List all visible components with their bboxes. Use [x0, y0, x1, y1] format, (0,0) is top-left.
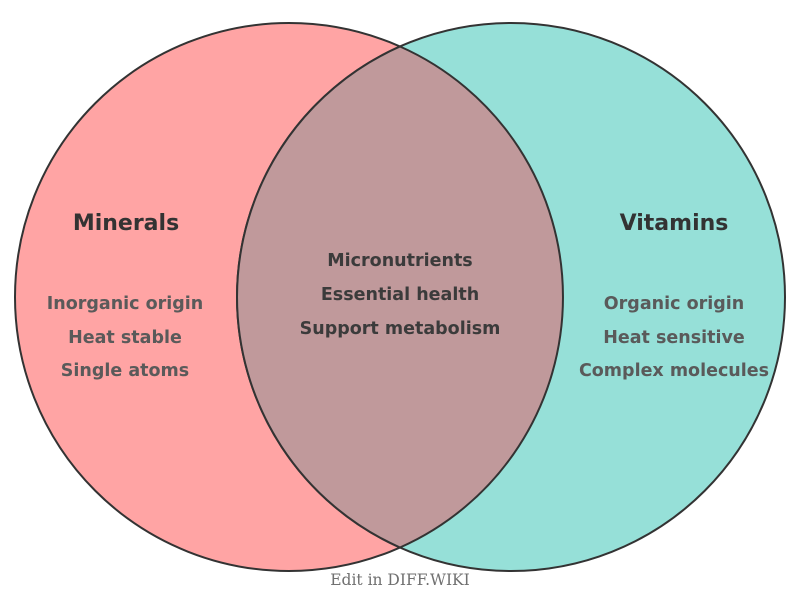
minerals-item: Heat stable — [68, 328, 182, 348]
vitamins-item: Complex molecules — [579, 361, 769, 381]
minerals-title: Minerals — [73, 211, 179, 236]
intersection-item: Micronutrients — [327, 251, 472, 271]
minerals-item: Single atoms — [61, 361, 189, 381]
intersection-region — [236, 45, 564, 549]
vitamins-title: Vitamins — [620, 211, 729, 236]
edit-link[interactable]: Edit in DIFF.WIKI — [330, 571, 470, 589]
intersection-item: Support metabolism — [300, 319, 501, 339]
vitamins-item: Organic origin — [604, 294, 744, 314]
minerals-item: Inorganic origin — [47, 294, 204, 314]
intersection-item: Essential health — [321, 285, 479, 305]
vitamins-item: Heat sensitive — [603, 328, 745, 348]
